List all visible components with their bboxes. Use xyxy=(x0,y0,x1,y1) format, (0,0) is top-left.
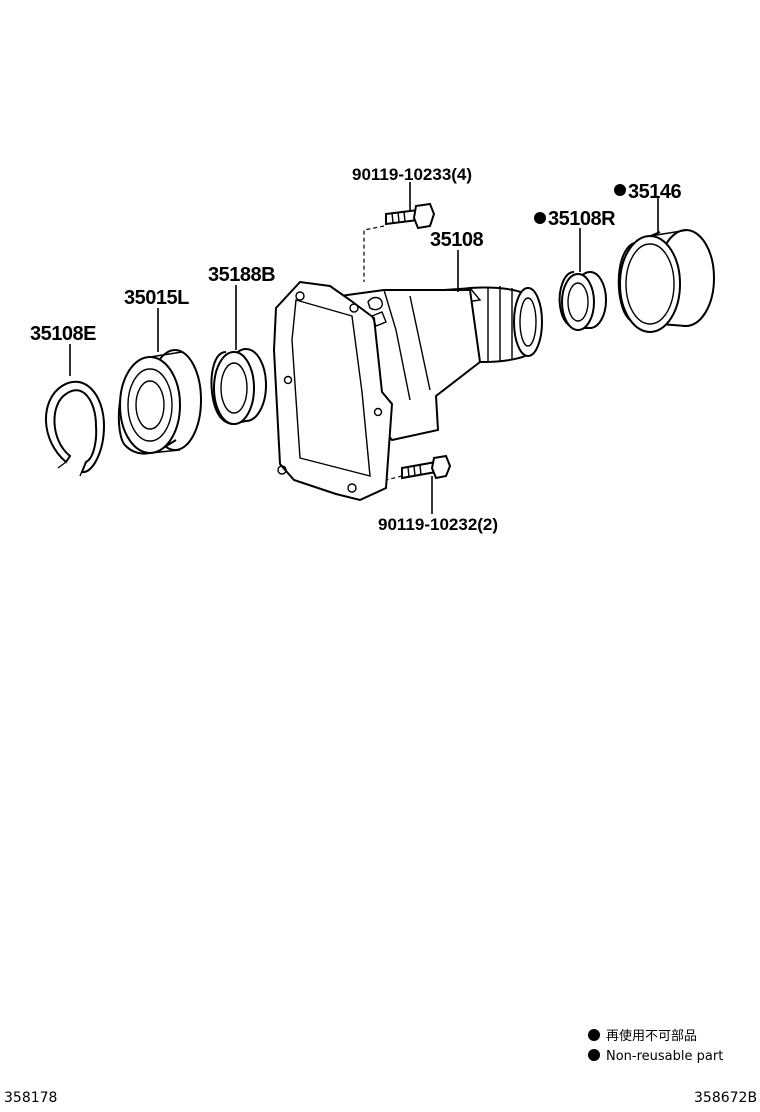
extension-housing-35108[interactable] xyxy=(272,280,543,502)
bolt-90119-10233[interactable] xyxy=(385,202,436,230)
non-reusable-dot-35108R xyxy=(534,212,546,224)
legend-en: Non-reusable part xyxy=(606,1049,723,1064)
label-35015L: 35015L xyxy=(124,287,189,309)
bolt-top-hidden-line xyxy=(363,225,385,282)
label-35188B: 35188B xyxy=(208,264,275,286)
snap-ring-35108E[interactable] xyxy=(45,380,106,477)
label-35108: 35108 xyxy=(430,229,483,251)
legend-jp: 再使用不可部品 xyxy=(606,1028,697,1044)
non-reusable-dot-35146 xyxy=(614,184,626,196)
label-bolt-bottom: 90119-10232(2) xyxy=(378,515,498,534)
footer-left-code: 358178 xyxy=(4,1090,57,1106)
oil-seal-35188B[interactable] xyxy=(210,348,267,426)
bolt-90119-10232[interactable] xyxy=(401,454,452,480)
bolt-bottom-hidden-line xyxy=(385,475,403,481)
label-35146: 35146 xyxy=(628,181,681,203)
footer-right-code: 358672B xyxy=(694,1090,757,1106)
oil-seal-35108R[interactable] xyxy=(558,271,607,331)
legend: 再使用不可部品 Non-reusable part xyxy=(588,1028,723,1064)
bearing-35015L[interactable] xyxy=(117,349,202,455)
legend-dot-en xyxy=(588,1049,600,1061)
label-bolt-top: 90119-10233(4) xyxy=(352,165,472,184)
label-35108R: 35108R xyxy=(548,208,616,230)
legend-dot-jp xyxy=(588,1029,600,1041)
label-35108E: 35108E xyxy=(30,323,96,345)
dust-cover-35146[interactable] xyxy=(617,229,715,333)
